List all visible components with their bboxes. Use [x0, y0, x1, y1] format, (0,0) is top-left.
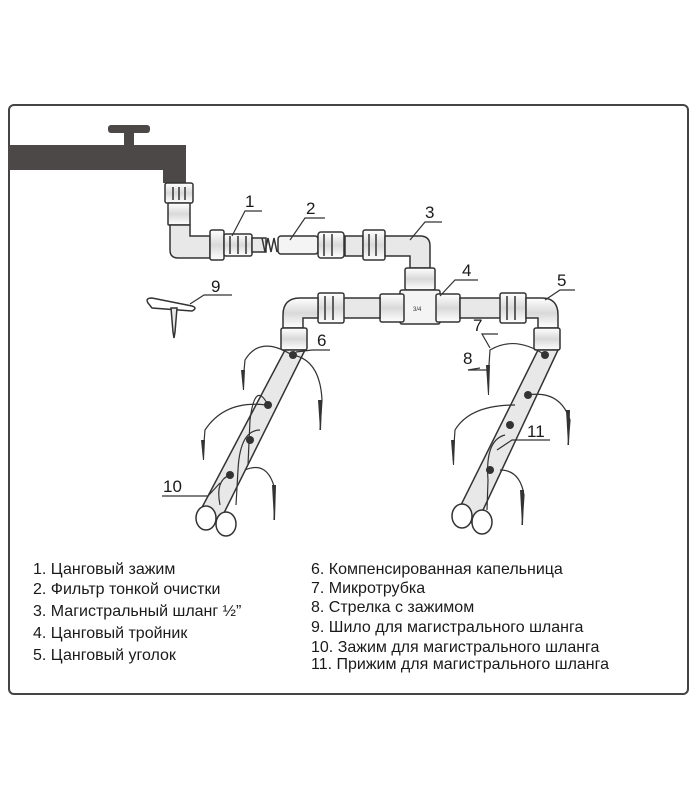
legend-item-9: 9. Шило для магистрального шланга	[311, 619, 584, 636]
callout-11: 11	[527, 422, 545, 441]
callout-3: 3	[425, 203, 434, 222]
tee-fitting: 3/4	[379, 267, 461, 325]
callout-numbers: 1 2 3 4 5 6 7 8 9 10 11	[163, 192, 566, 496]
legend-item-4: 4. Цанговый тройник	[33, 625, 188, 642]
legend-item-2: 2. Фильтр тонкой очистки	[33, 581, 221, 598]
diagram-frame	[8, 104, 689, 695]
legend-item-11: 11. Прижим для магистрального шланга	[311, 656, 610, 673]
callout-8: 8	[463, 349, 472, 368]
legend-item-10: 10. Зажим для магистрального шланга	[311, 639, 600, 656]
callout-2: 2	[306, 199, 315, 218]
faucet-collet	[164, 182, 194, 226]
legend-item-6: 6. Компенсированная капельница	[311, 561, 563, 578]
callout-6: 6	[317, 331, 326, 350]
left-stakes	[201, 351, 322, 520]
right-stakes	[451, 351, 570, 525]
faucet	[8, 125, 186, 183]
main-hose	[169, 224, 431, 269]
legend-item-7: 7. Микротрубка	[311, 580, 426, 597]
legend-item-5: 5. Цанговый уголок	[33, 647, 176, 664]
callout-5: 5	[557, 271, 566, 290]
right-microtubes	[452, 343, 571, 526]
svg-text:3/4: 3/4	[413, 307, 422, 313]
callout-7: 7	[473, 316, 482, 335]
callout-lines	[162, 210, 575, 497]
callout-4: 4	[462, 261, 471, 280]
legend-item-3: 3. Магистральный шланг ½”	[33, 603, 242, 620]
branch-hoses	[280, 292, 561, 351]
callout-10: 10	[163, 477, 182, 496]
callout-9: 9	[211, 277, 220, 296]
legend-item-8: 8. Стрелка с зажимом	[311, 599, 475, 616]
legend-item-1: 1. Цанговый зажим	[33, 561, 176, 578]
callout-1: 1	[245, 192, 254, 211]
awl-tool	[146, 297, 196, 339]
right-drip-line	[451, 349, 560, 535]
